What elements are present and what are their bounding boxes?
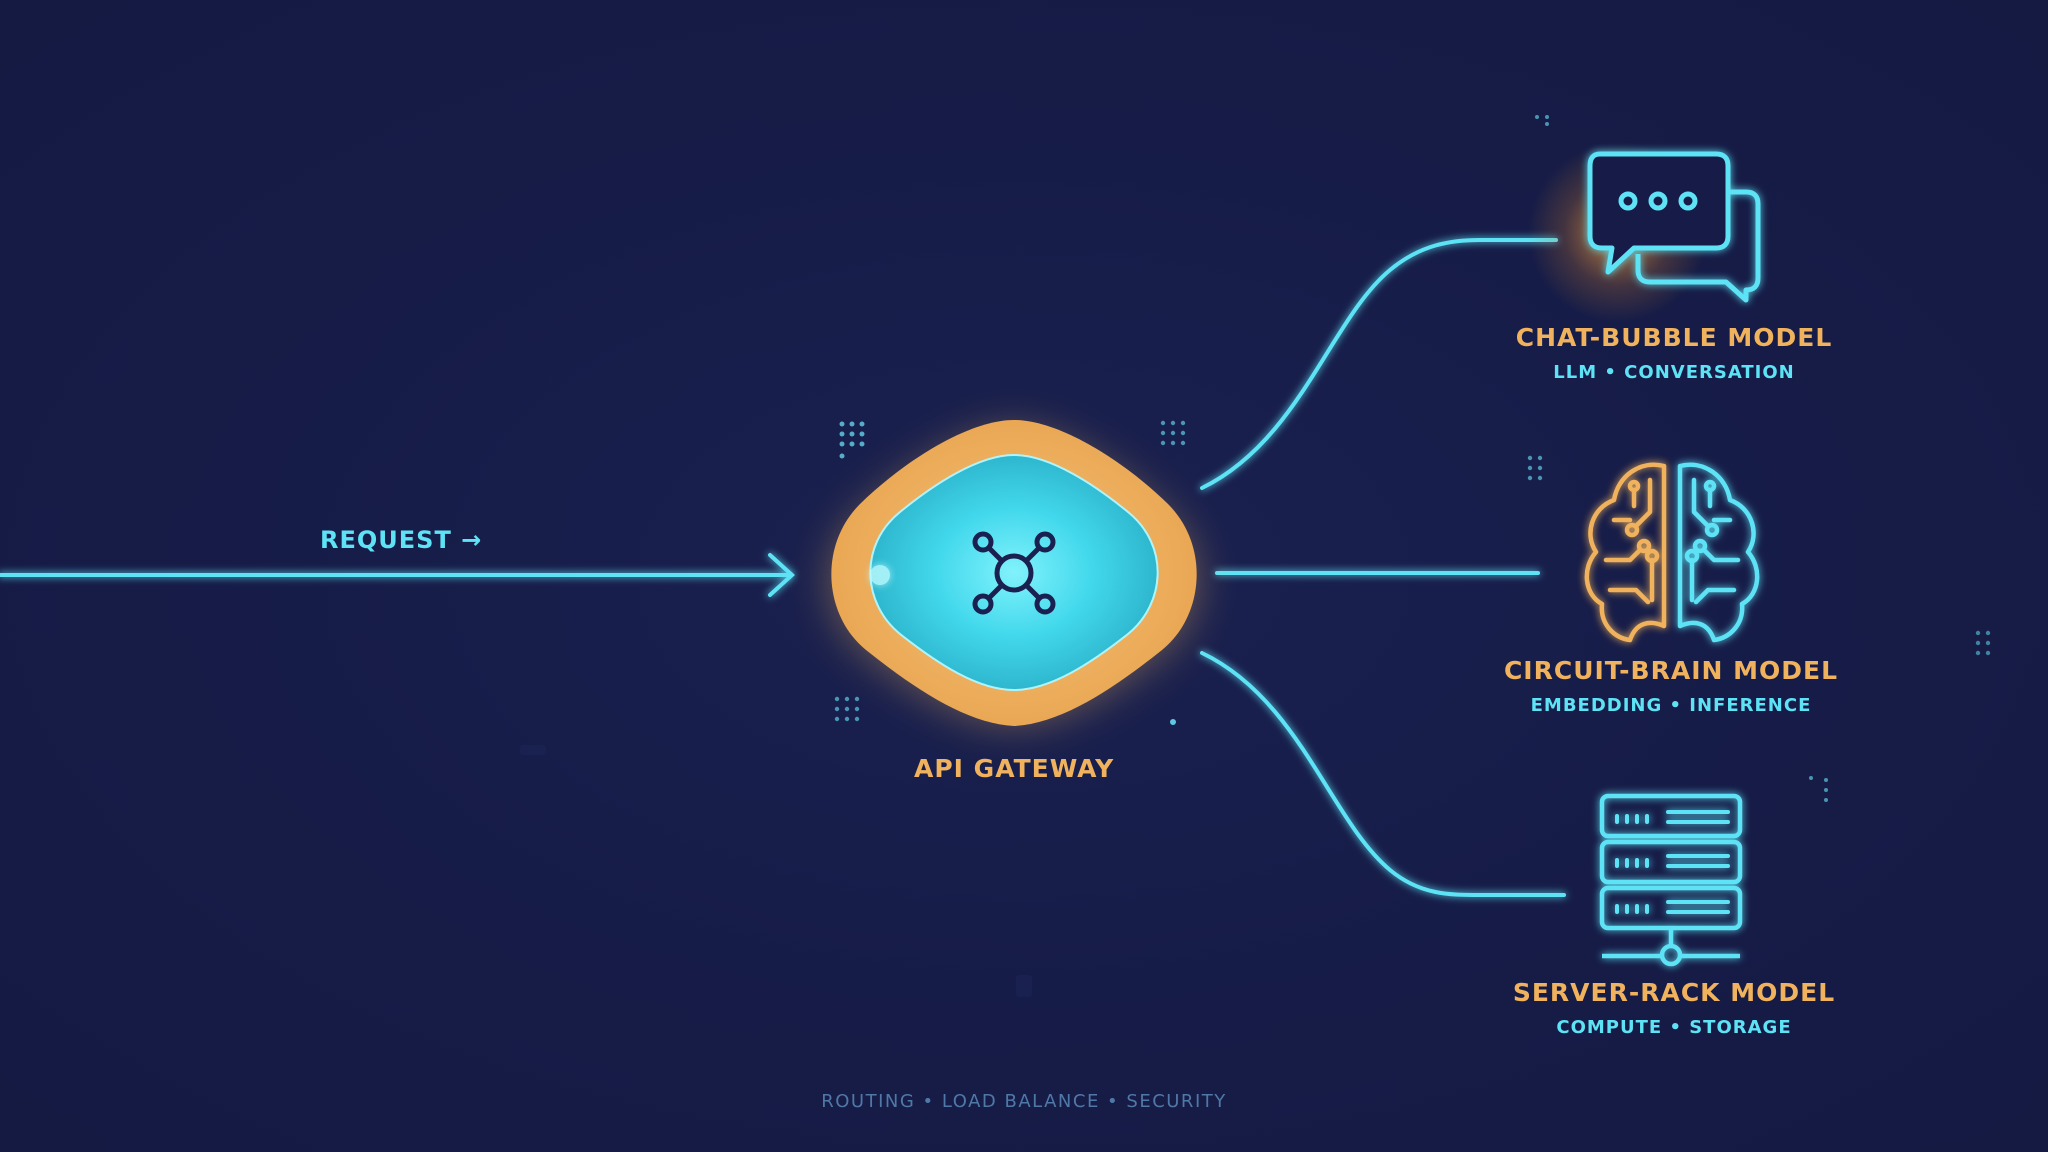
api-gateway-label: API GATEWAY: [914, 754, 1115, 783]
api-gateway-node: [831, 420, 1197, 726]
model-subtitle-chat: LLM • CONVERSATION: [1553, 362, 1795, 383]
server-rack-icon: [1599, 793, 1743, 967]
model-title-chat: CHAT-BUBBLE MODEL: [1515, 323, 1833, 352]
connector-server: [1200, 651, 1566, 897]
request-label: REQUEST →: [320, 526, 483, 554]
background-texture: [520, 745, 1032, 997]
connector-chat: [1200, 238, 1558, 490]
circuit-brain-icon: [1584, 462, 1760, 643]
chat-bubble-icon: [1528, 142, 1761, 322]
model-connectors: [1200, 238, 1566, 897]
model-subtitle-brain: EMBEDDING • INFERENCE: [1530, 695, 1812, 716]
model-title-server: SERVER-RACK MODEL: [1512, 978, 1836, 1007]
dot-clusters: [834, 115, 1991, 802]
model-subtitle-server: COMPUTE • STORAGE: [1556, 1017, 1792, 1038]
footer-caption: ROUTING • LOAD BALANCE • SECURITY: [821, 1091, 1227, 1112]
model-title-brain: CIRCUIT-BRAIN MODEL: [1503, 656, 1839, 685]
network-hub-icon: [972, 531, 1056, 615]
request-arrow: [0, 553, 795, 597]
